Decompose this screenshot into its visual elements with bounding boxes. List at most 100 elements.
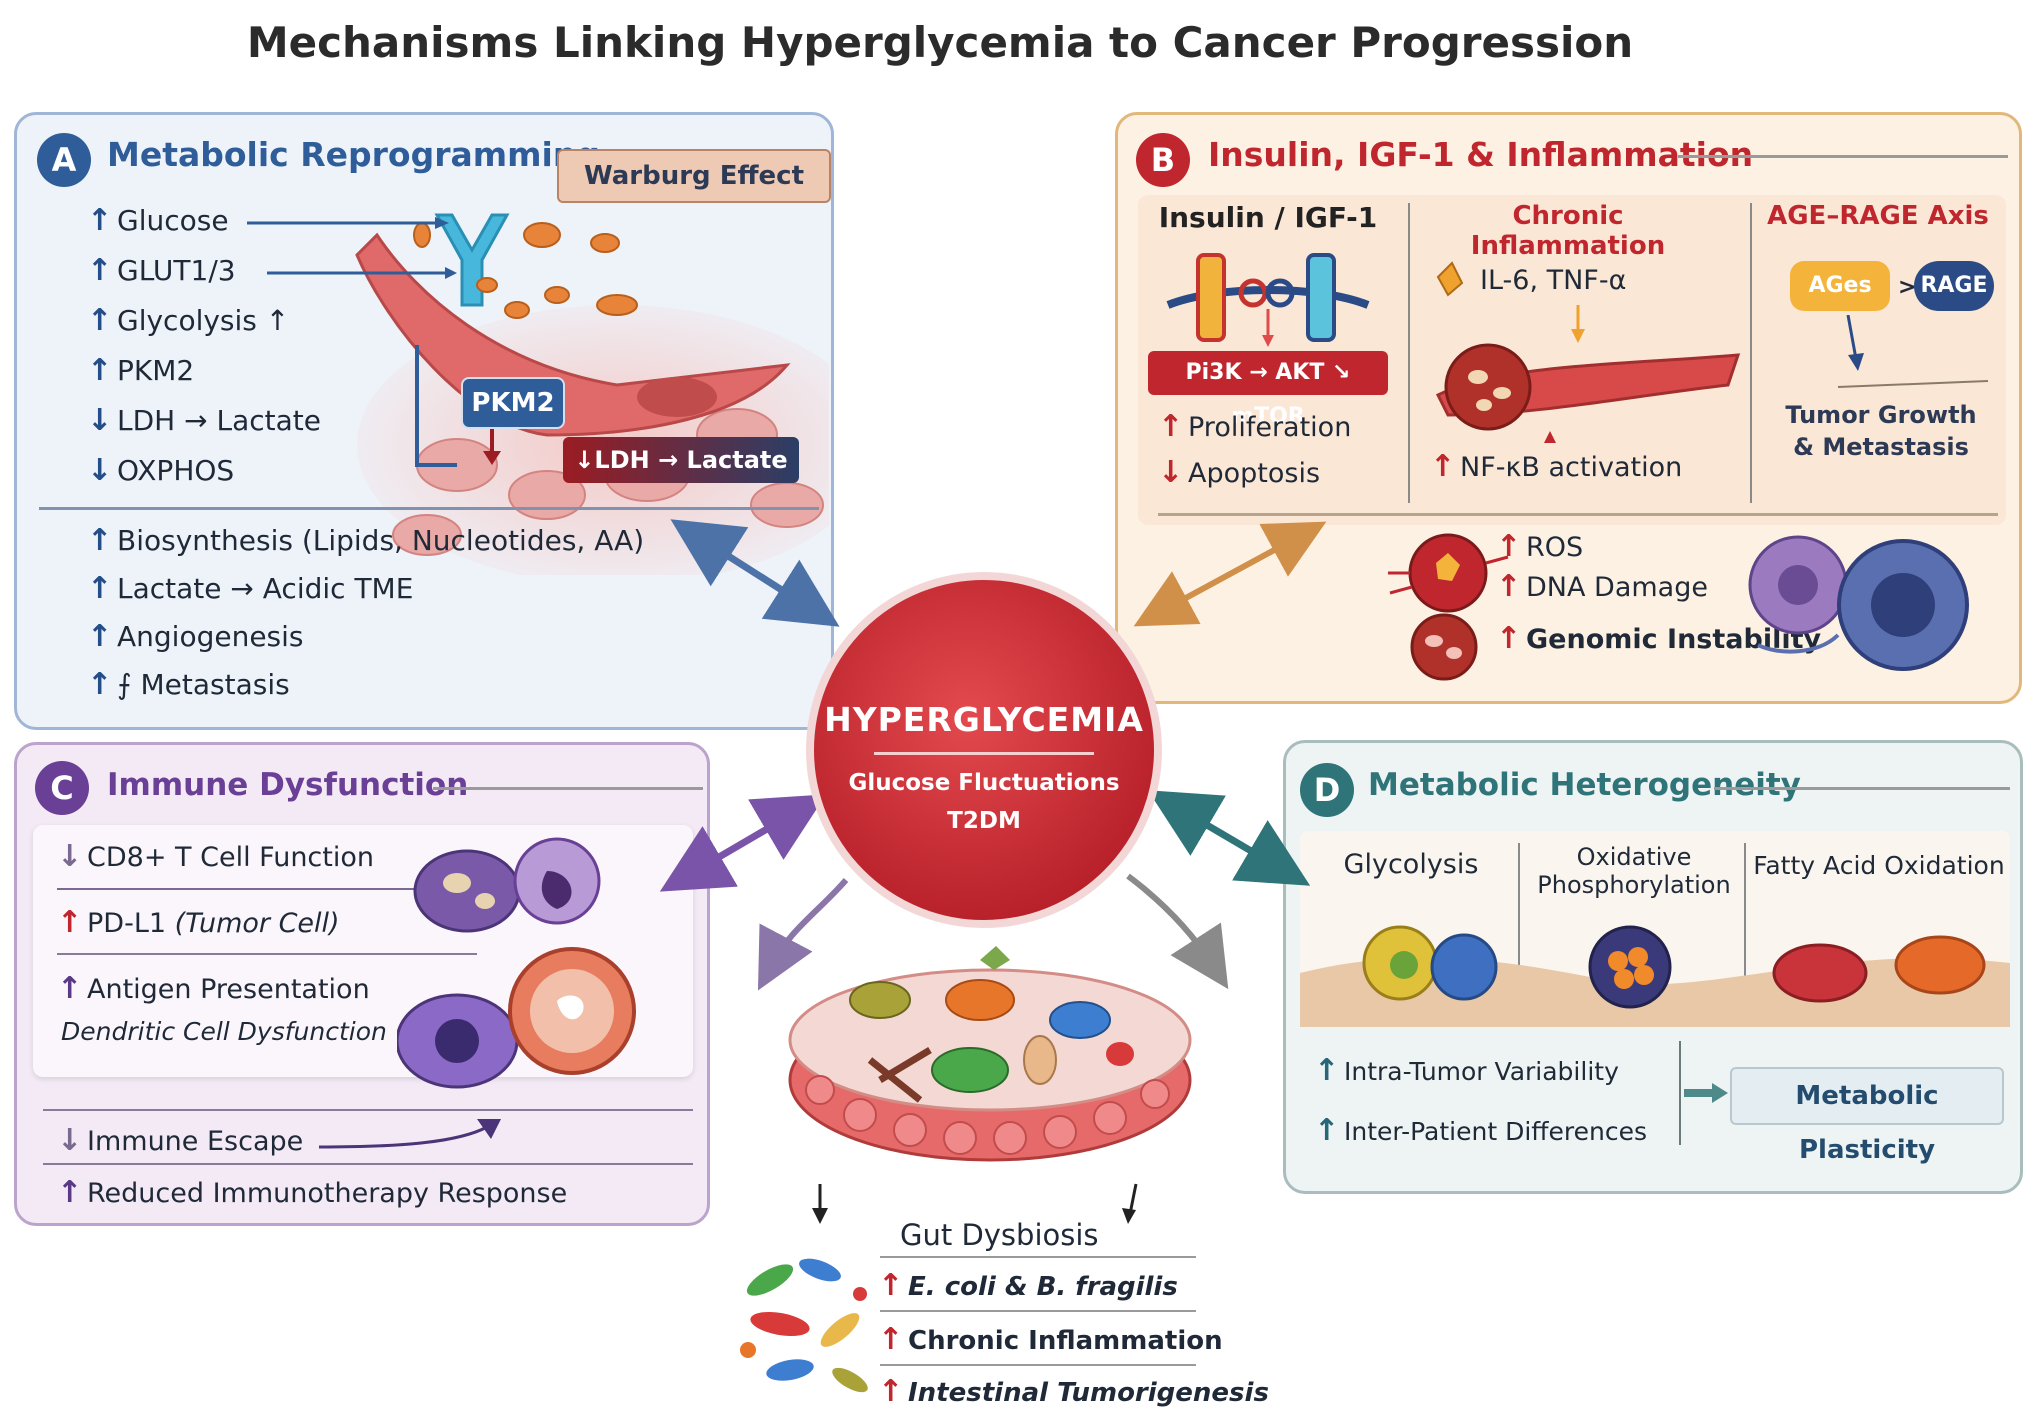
tumorigenesis-item: Intestinal Tumorigenesis <box>878 1374 1269 1409</box>
immunotherapy-item: Reduced Immunotherapy Response <box>57 1175 567 1210</box>
proliferation-item: Proliferation <box>1158 409 1351 444</box>
panel-d-title-rule <box>1714 787 2010 790</box>
t2dm-label: T2DM <box>947 808 1021 834</box>
gut-inflammation-item: Chronic Inflammation <box>878 1322 1223 1357</box>
glucose-label: Glucose <box>117 204 229 237</box>
panel-d-sep-2 <box>1744 843 1746 1023</box>
intra-tumor-label: Intra-Tumor Variability <box>1344 1057 1619 1086</box>
metastasis-label: ⨍ Metastasis <box>117 668 290 701</box>
panel-a-title: Metabolic Reprogramming <box>107 135 600 174</box>
ecoli-item: E. coli & B. fragilis <box>878 1268 1178 1303</box>
panel-b-title-rule <box>1678 155 2008 158</box>
panel-d-sep-1 <box>1518 843 1520 1023</box>
apoptosis-item: Apoptosis <box>1158 455 1320 490</box>
immune-cells-illustration <box>397 837 636 1089</box>
panel-metabolic-reprogramming: A Metabolic Reprogramming Warburg Ef <box>14 112 834 730</box>
arrow-d-center <box>1147 790 1311 886</box>
gut-inflammation-label: Chronic Inflammation <box>908 1326 1223 1356</box>
panel-immune-dysfunction: C Immune Dysfunction CD8+ T Cell Functio… <box>14 742 710 1226</box>
ldh-label: LDH → Lactate <box>117 404 321 437</box>
pdl1-note: (Tumor Cell) <box>174 908 340 939</box>
rage-node: RAGE <box>1914 261 1994 311</box>
glucose-item: Glucose <box>87 203 229 238</box>
cytokines-label: IL-6, TNF-α <box>1480 265 1627 296</box>
glut-label: GLUT1/3 <box>117 254 236 287</box>
pkm2-item: PKM2 <box>87 353 194 388</box>
cd8-label: CD8+ T Cell Function <box>87 842 374 873</box>
panel-metabolic-heterogeneity: D Metabolic Heterogeneity Glycolysis Oxi… <box>1283 740 2023 1194</box>
gut-rule-3 <box>880 1364 1196 1366</box>
panel-b-badge: B <box>1136 133 1190 187</box>
insulin-receptor-icon <box>1166 253 1370 347</box>
panel-c-rule-1 <box>57 953 477 955</box>
dendritic-label: Dendritic Cell Dysfunction <box>61 1017 387 1046</box>
warburg-effect-banner: Warburg Effect <box>557 149 831 203</box>
panel-b-divider <box>1158 513 1998 516</box>
gut-tissue-illustration <box>788 946 1192 1162</box>
biosynthesis-label: Biosynthesis (Lipids, Nucleotides, AA) <box>117 524 645 557</box>
glucose-transporter-icon <box>434 213 510 307</box>
ages-node: AGes <box>1790 261 1890 311</box>
immunotherapy-label: Reduced Immunotherapy Response <box>87 1178 568 1209</box>
pdl1-item: PD-L1 (Tumor Cell) <box>57 905 340 940</box>
arrow-center-gut-right <box>1126 873 1229 990</box>
plasticity-arrow <box>1679 1041 1728 1145</box>
chronic-inflammation-heading: Chronic Inflammation <box>1470 201 1666 261</box>
heterogeneity-illustration <box>1300 925 2010 1027</box>
oxphos-heading-line-2: Phosphorylation <box>1537 871 1731 899</box>
oxphos-heading: Oxidative Phosphorylation <box>1524 843 1744 899</box>
tumorigenesis-label: Intestinal Tumorigenesis <box>908 1378 1269 1408</box>
glycolysis-label: Glycolysis ↑ <box>117 304 290 337</box>
ros-label: ROS <box>1526 532 1584 563</box>
glycolysis-item: Glycolysis ↑ <box>87 303 289 338</box>
gut-rule-1 <box>880 1256 1196 1258</box>
nfkb-item: NF-κB activation <box>1430 449 1682 484</box>
ldh-item: LDH → Lactate <box>87 403 321 438</box>
panel-c-rule-3 <box>43 1163 693 1165</box>
panel-a-badge: A <box>37 133 91 187</box>
nfkb-label: NF-κB activation <box>1460 452 1683 483</box>
glut-item: GLUT1/3 <box>87 253 236 288</box>
metastasis-item: ⨍ Metastasis <box>87 667 290 702</box>
fao-heading: Fatty Acid Oxidation <box>1753 851 2005 880</box>
dna-damage-label: DNA Damage <box>1526 572 1708 603</box>
inter-patient-label: Inter-Patient Differences <box>1344 1117 1648 1146</box>
glucose-arrows <box>247 217 457 279</box>
panel-a-divider <box>39 507 819 510</box>
hyperglycemia-node: HYPERGLYCEMIA Glucose Fluctuations T2DM <box>806 572 1162 928</box>
gut-dysbiosis-title: Gut Dysbiosis <box>900 1218 1099 1252</box>
oxphos-label: OXPHOS <box>117 454 235 487</box>
insulin-igf-heading: Insulin / IGF-1 <box>1158 201 1378 234</box>
tumor-growth-line-1: Tumor Growth <box>1785 401 1977 429</box>
lactate-tme-label: Lactate → Acidic TME <box>117 572 414 605</box>
proliferation-label: Proliferation <box>1188 412 1352 443</box>
panel-c-rule-2 <box>43 1109 693 1111</box>
inter-patient-item: Inter-Patient Differences <box>1314 1113 1647 1148</box>
arrow-a-center <box>670 519 840 627</box>
panel-b-sep-1 <box>1408 203 1410 503</box>
angiogenesis-item: Angiogenesis <box>87 619 304 654</box>
hyperglycemia-rule <box>874 752 1094 755</box>
gut-rule-2 <box>880 1310 1196 1312</box>
ros-item: ROS <box>1496 529 1583 564</box>
tumor-cells-icon <box>1748 535 1969 671</box>
pdl1-label: PD-L1 <box>87 908 167 939</box>
oxphos-item: OXPHOS <box>87 453 234 488</box>
immune-escape-arrow <box>318 1119 501 1149</box>
age-rage-heading: AGE–RAGE Axis <box>1767 201 1989 231</box>
panel-b-sep-2 <box>1750 203 1752 503</box>
immune-escape-label: Immune Escape <box>87 1126 304 1157</box>
immune-escape-item: Immune Escape <box>57 1123 303 1158</box>
panel-b-title: Insulin, IGF-1 & Inflammation <box>1208 135 1754 174</box>
antigen-item: Antigen Presentation <box>57 971 370 1006</box>
bacteria-illustration <box>740 1258 868 1393</box>
tumor-growth-line-2: & Metastasis <box>1793 433 1969 461</box>
ecoli-label: E. coli & B. fragilis <box>908 1272 1178 1302</box>
biosynthesis-item: Biosynthesis (Lipids, Nucleotides, AA) <box>87 523 644 558</box>
antigen-label: Antigen Presentation <box>87 974 370 1005</box>
glycolysis-heading: Glycolysis <box>1343 849 1479 880</box>
glucose-fluctuations-label: Glucose Fluctuations <box>848 770 1120 796</box>
ages-to-rage-arrow: > <box>1898 275 1917 300</box>
oxphos-heading-line-1: Oxidative <box>1576 843 1692 871</box>
